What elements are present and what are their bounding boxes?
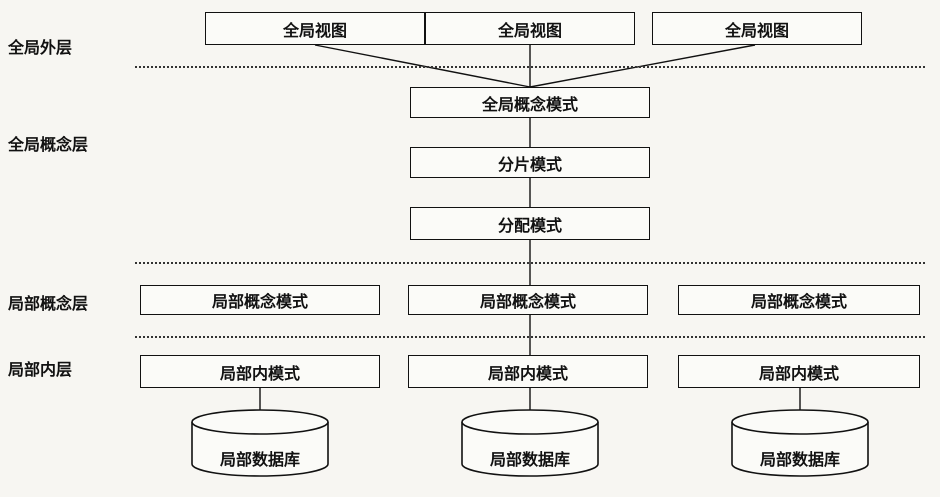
global-view-box: 全局视图 xyxy=(652,12,862,45)
local-database: 局部数据库 xyxy=(460,408,600,478)
local-database-label: 局部数据库 xyxy=(759,450,840,469)
local-concept-schema-box: 局部概念模式 xyxy=(408,285,648,315)
layer-separator xyxy=(135,336,925,338)
local-database: 局部数据库 xyxy=(190,408,330,478)
local-internal-schema-box: 局部内模式 xyxy=(408,355,648,388)
layer-separator xyxy=(135,66,925,68)
fragment-schema-box: 分片模式 xyxy=(410,147,650,178)
local-internal-schema-box: 局部内模式 xyxy=(140,355,380,388)
layer-label-local-internal: 局部内层 xyxy=(8,360,73,379)
global-view-box: 全局视图 xyxy=(205,12,425,45)
local-concept-schema-box: 局部概念模式 xyxy=(140,285,380,315)
local-internal-schema-box: 局部内模式 xyxy=(678,355,920,388)
local-database-label: 局部数据库 xyxy=(219,450,300,469)
allocation-schema-box: 分配模式 xyxy=(410,207,650,240)
layer-label-local-concept: 局部概念层 xyxy=(8,294,89,313)
local-database: 局部数据库 xyxy=(730,408,870,478)
local-concept-schema-box: 局部概念模式 xyxy=(678,285,920,315)
global-view-box: 全局视图 xyxy=(425,12,635,45)
layer-separator xyxy=(135,262,925,264)
layer-label-global-concept: 全局概念层 xyxy=(8,135,89,154)
global-concept-schema-box: 全局概念模式 xyxy=(410,87,650,118)
layer-label-external: 全局外层 xyxy=(8,38,73,57)
database-cylinder-icon xyxy=(461,409,599,477)
database-cylinder-icon xyxy=(191,409,329,477)
local-database-label: 局部数据库 xyxy=(489,450,570,469)
database-cylinder-icon xyxy=(731,409,869,477)
